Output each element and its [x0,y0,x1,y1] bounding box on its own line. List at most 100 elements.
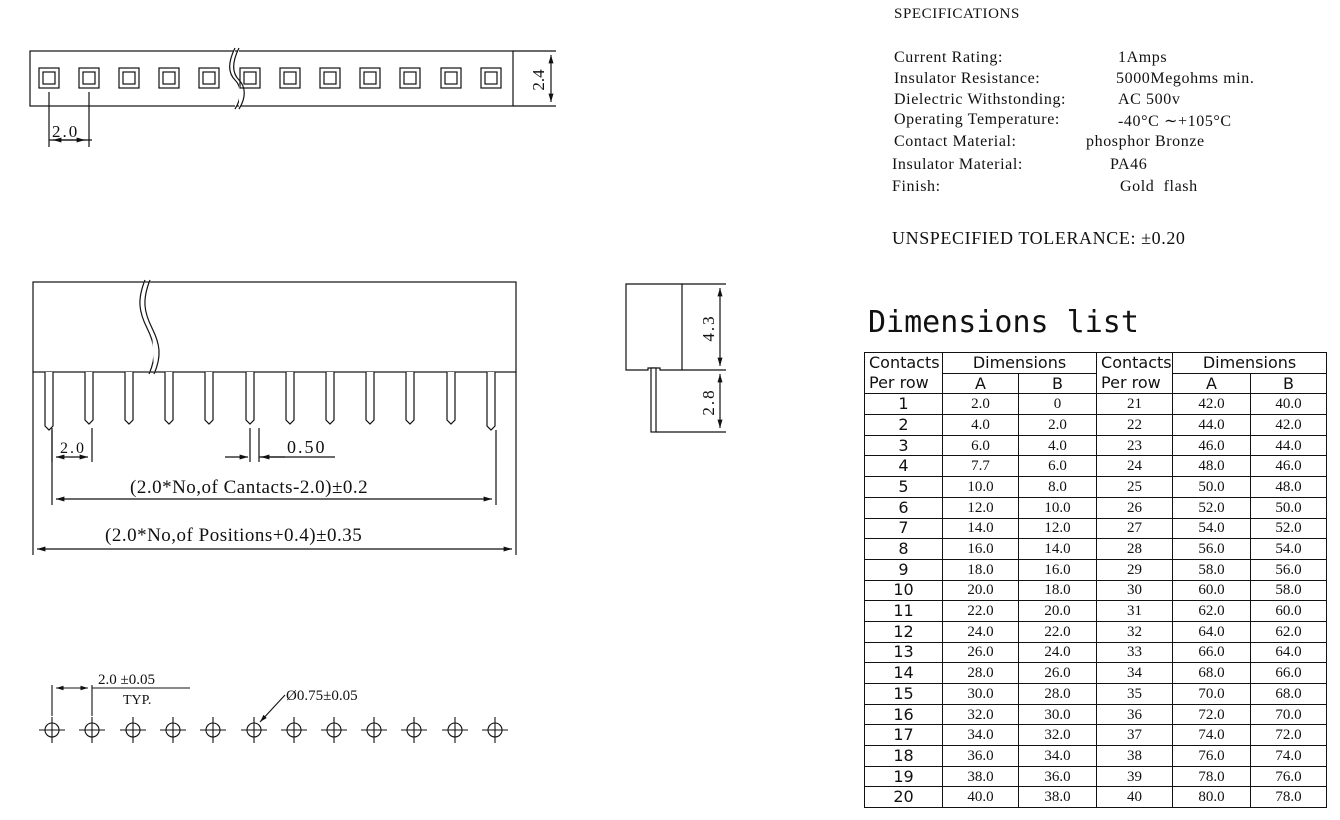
pin [325,372,335,425]
header-per-row-right: Per row [1096,373,1174,395]
cell-contacts-left: 6 [864,496,943,519]
pin [204,372,214,425]
pin [124,372,134,425]
cell-a-left: 40.0 [942,786,1019,809]
spec-value-dielectric: AC 500v [1118,91,1181,108]
cell-a-left: 38.0 [942,765,1019,788]
header-b-left: B [1017,372,1098,395]
cell-a-left: 24.0 [942,620,1019,643]
cell-contacts-right: 29 [1096,558,1174,581]
cell-a-left: 36.0 [942,745,1019,767]
cell-b-left: 12.0 [1017,517,1098,540]
cell-b-left: 24.0 [1017,641,1098,664]
footprint [39,685,508,743]
spec-label-dielectric: Dielectric Withstonding: [894,91,1067,108]
contact-square-inner [363,71,377,85]
unspecified-tolerance: UNSPECIFIED TOLERANCE: ±0.20 [892,228,1186,248]
cell-a-left: 22.0 [942,600,1019,622]
cell-a-right: 46.0 [1172,434,1252,457]
cell-b-right: 72.0 [1250,724,1328,747]
contact-square [239,67,261,89]
cell-a-left: 30.0 [942,683,1019,705]
cell-b-right: 48.0 [1250,476,1328,498]
spec-label-operating-temperature: Operating Temperature: [894,111,1060,128]
contact-square-inner [403,71,417,85]
side-view [625,283,726,433]
table-header-row: Contacts Dimensions Contacts Dimensions [864,352,1328,374]
cell-contacts-right: 27 [1096,517,1174,540]
contact-square-inner [283,71,297,85]
cell-contacts-right: 38 [1096,745,1174,767]
cell-b-right: 74.0 [1250,745,1328,767]
spec-value-operating-temperature: -40°C ∼+105°C [1118,113,1232,130]
cell-b-left: 4.0 [1017,434,1098,457]
cell-b-right: 60.0 [1250,600,1328,622]
pin [446,372,456,425]
cell-b-right: 52.0 [1250,517,1328,540]
cell-a-right: 50.0 [1172,476,1252,498]
cell-a-left: 18.0 [942,558,1019,581]
cell-contacts-right: 32 [1096,620,1174,643]
cell-contacts-right: 35 [1096,683,1174,705]
spec-title: SPECIFICATIONS [894,6,1020,22]
cell-b-left: 36.0 [1017,765,1098,788]
dimensions-list-title: Dimensions list [868,305,1139,340]
cell-a-left: 20.0 [942,579,1019,602]
cell-contacts-left: 3 [864,434,943,457]
contact-square [399,67,421,89]
cell-a-left: 26.0 [942,641,1019,664]
cell-b-left: 14.0 [1017,538,1098,560]
cell-contacts-right: 21 [1096,393,1174,416]
cell-a-right: 78.0 [1172,765,1252,788]
contact-square-inner [243,71,257,85]
cell-a-left: 16.0 [942,538,1019,560]
cell-a-left: 14.0 [942,517,1019,540]
contact-square-inner [484,71,498,85]
cell-b-right: 78.0 [1250,786,1328,809]
cell-b-left: 18.0 [1017,579,1098,602]
contact-square [38,67,60,89]
cell-contacts-right: 36 [1096,703,1174,726]
cell-b-left: 2.0 [1017,414,1098,436]
cell-a-right: 42.0 [1172,393,1252,416]
pin [365,372,375,425]
contact-square-inner [202,71,216,85]
cell-contacts-left: 13 [864,641,943,664]
pin [245,372,255,425]
cell-a-right: 74.0 [1172,724,1252,747]
cell-a-left: 32.0 [942,703,1019,726]
pin-width-label: 0.50 [287,437,327,457]
cell-a-left: 12.0 [942,496,1019,519]
cell-contacts-right: 22 [1096,414,1174,436]
cell-contacts-right: 23 [1096,434,1174,457]
front-pitch-label: 2.0 [60,440,86,457]
cell-contacts-left: 19 [864,765,943,788]
pin [486,372,496,431]
contact-square [198,67,220,89]
cell-a-left: 7.7 [942,455,1019,478]
cell-contacts-right: 40 [1096,786,1174,809]
cell-a-left: 6.0 [942,434,1019,457]
cell-a-right: 62.0 [1172,600,1252,622]
header-dimensions-left: Dimensions [941,352,1098,374]
cell-contacts-left: 1 [864,393,943,416]
cell-b-left: 6.0 [1017,455,1098,478]
cell-b-left: 38.0 [1017,786,1098,809]
cell-b-right: 64.0 [1250,641,1328,664]
header-a-right: A [1172,372,1252,395]
cell-a-left: 4.0 [942,414,1019,436]
cell-contacts-right: 25 [1096,476,1174,498]
cell-contacts-left: 5 [864,476,943,498]
cell-b-left: 28.0 [1017,683,1098,705]
cell-a-left: 2.0 [942,393,1019,416]
spec-value-current-rating: 1Amps [1118,49,1168,66]
footprint-hole-label: Ø0.75±0.05 [286,688,358,704]
